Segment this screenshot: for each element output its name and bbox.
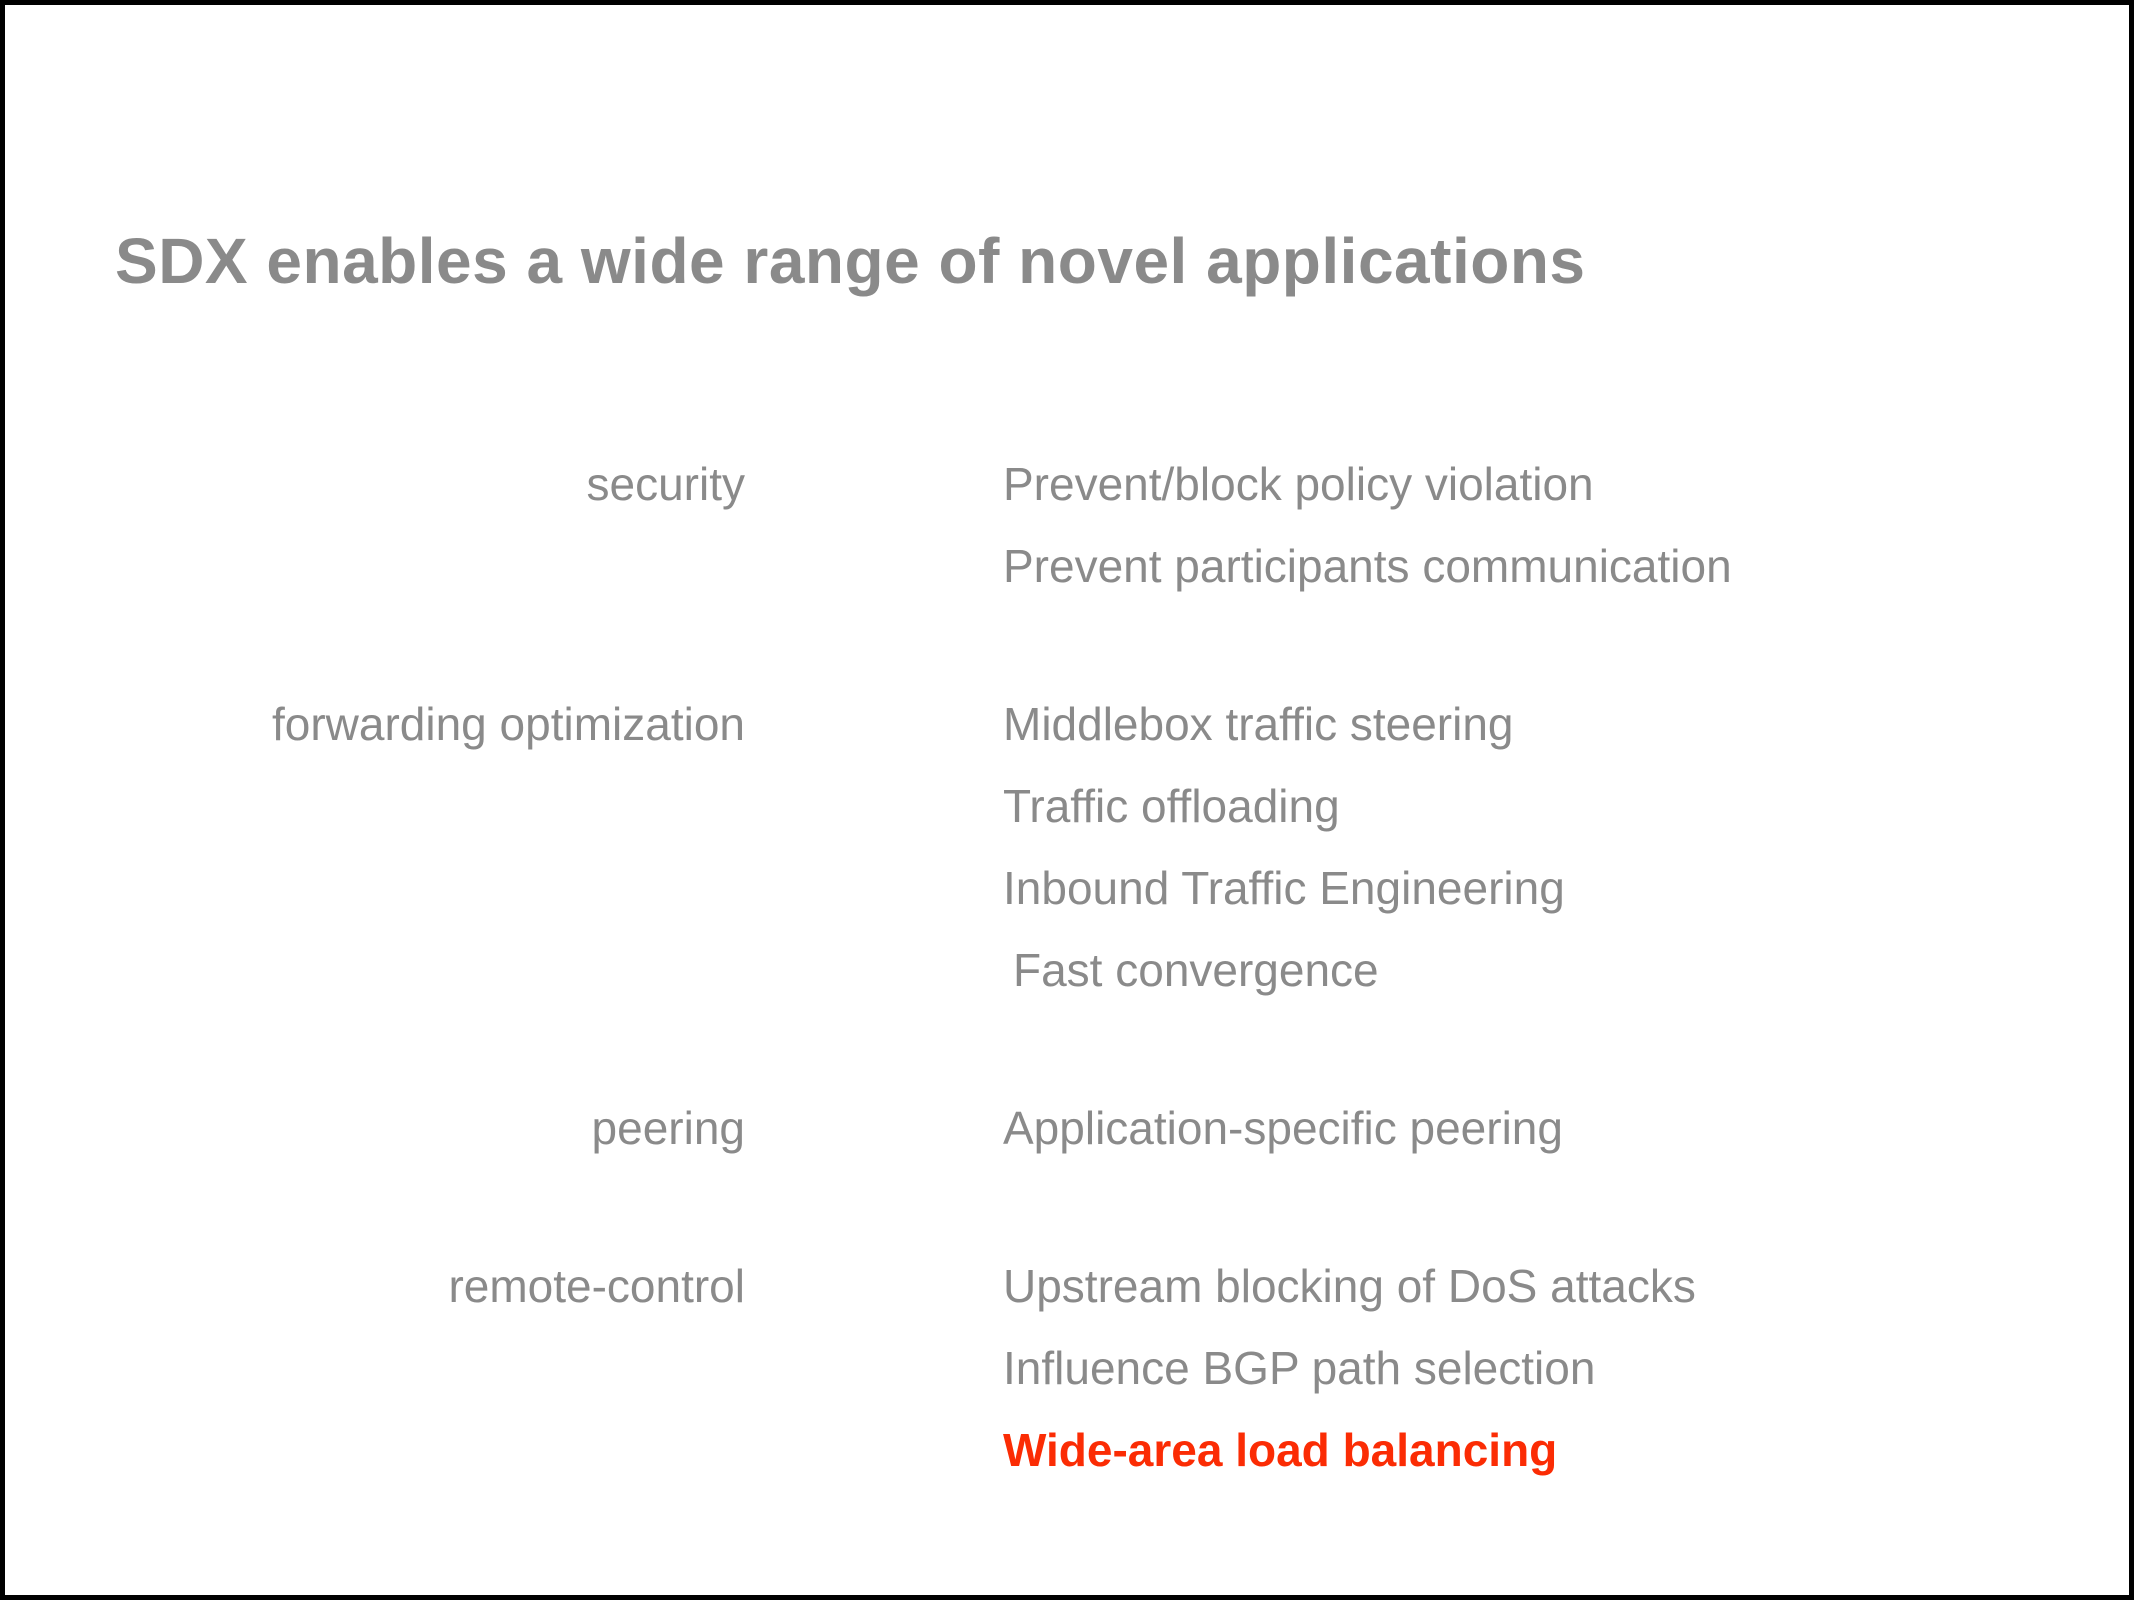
application-item-highlighted: Wide-area load balancing (1003, 1424, 1558, 1476)
group-items: Prevent/block policy violation Prevent p… (1003, 443, 1732, 607)
group-items: Upstream blocking of DoS attacks Influen… (1003, 1245, 1696, 1491)
application-item: Fast convergence (1013, 944, 1379, 996)
application-item: Prevent/block policy violation (1003, 458, 1594, 510)
group-items: Middlebox traffic steering Traffic offlo… (1003, 683, 1565, 1011)
category-label-security: security (586, 458, 745, 510)
application-groups: security Prevent/block policy violation … (5, 443, 2129, 1567)
application-item: Traffic offloading (1003, 780, 1340, 832)
application-item: Middlebox traffic steering (1003, 698, 1514, 750)
category-label-forwarding-optimization: forwarding optimization (271, 698, 745, 750)
application-item: Influence BGP path selection (1003, 1342, 1596, 1394)
slide-title: SDX enables a wide range of novel applic… (115, 224, 1586, 297)
application-item: Prevent participants communication (1003, 540, 1732, 592)
group-peering: peering Application-specific peering (5, 1087, 2129, 1169)
category-label-remote-control: remote-control (448, 1260, 745, 1312)
group-remote-control: remote-control Upstream blocking of DoS … (5, 1245, 2129, 1491)
application-item: Upstream blocking of DoS attacks (1003, 1260, 1696, 1312)
application-item: Inbound Traffic Engineering (1003, 862, 1565, 914)
group-items: Application-specific peering (1003, 1087, 1563, 1169)
group-security: security Prevent/block policy violation … (5, 443, 2129, 607)
application-item: Application-specific peering (1003, 1102, 1563, 1154)
group-forwarding-optimization: forwarding optimization Middlebox traffi… (5, 683, 2129, 1011)
category-label-peering: peering (591, 1102, 745, 1154)
